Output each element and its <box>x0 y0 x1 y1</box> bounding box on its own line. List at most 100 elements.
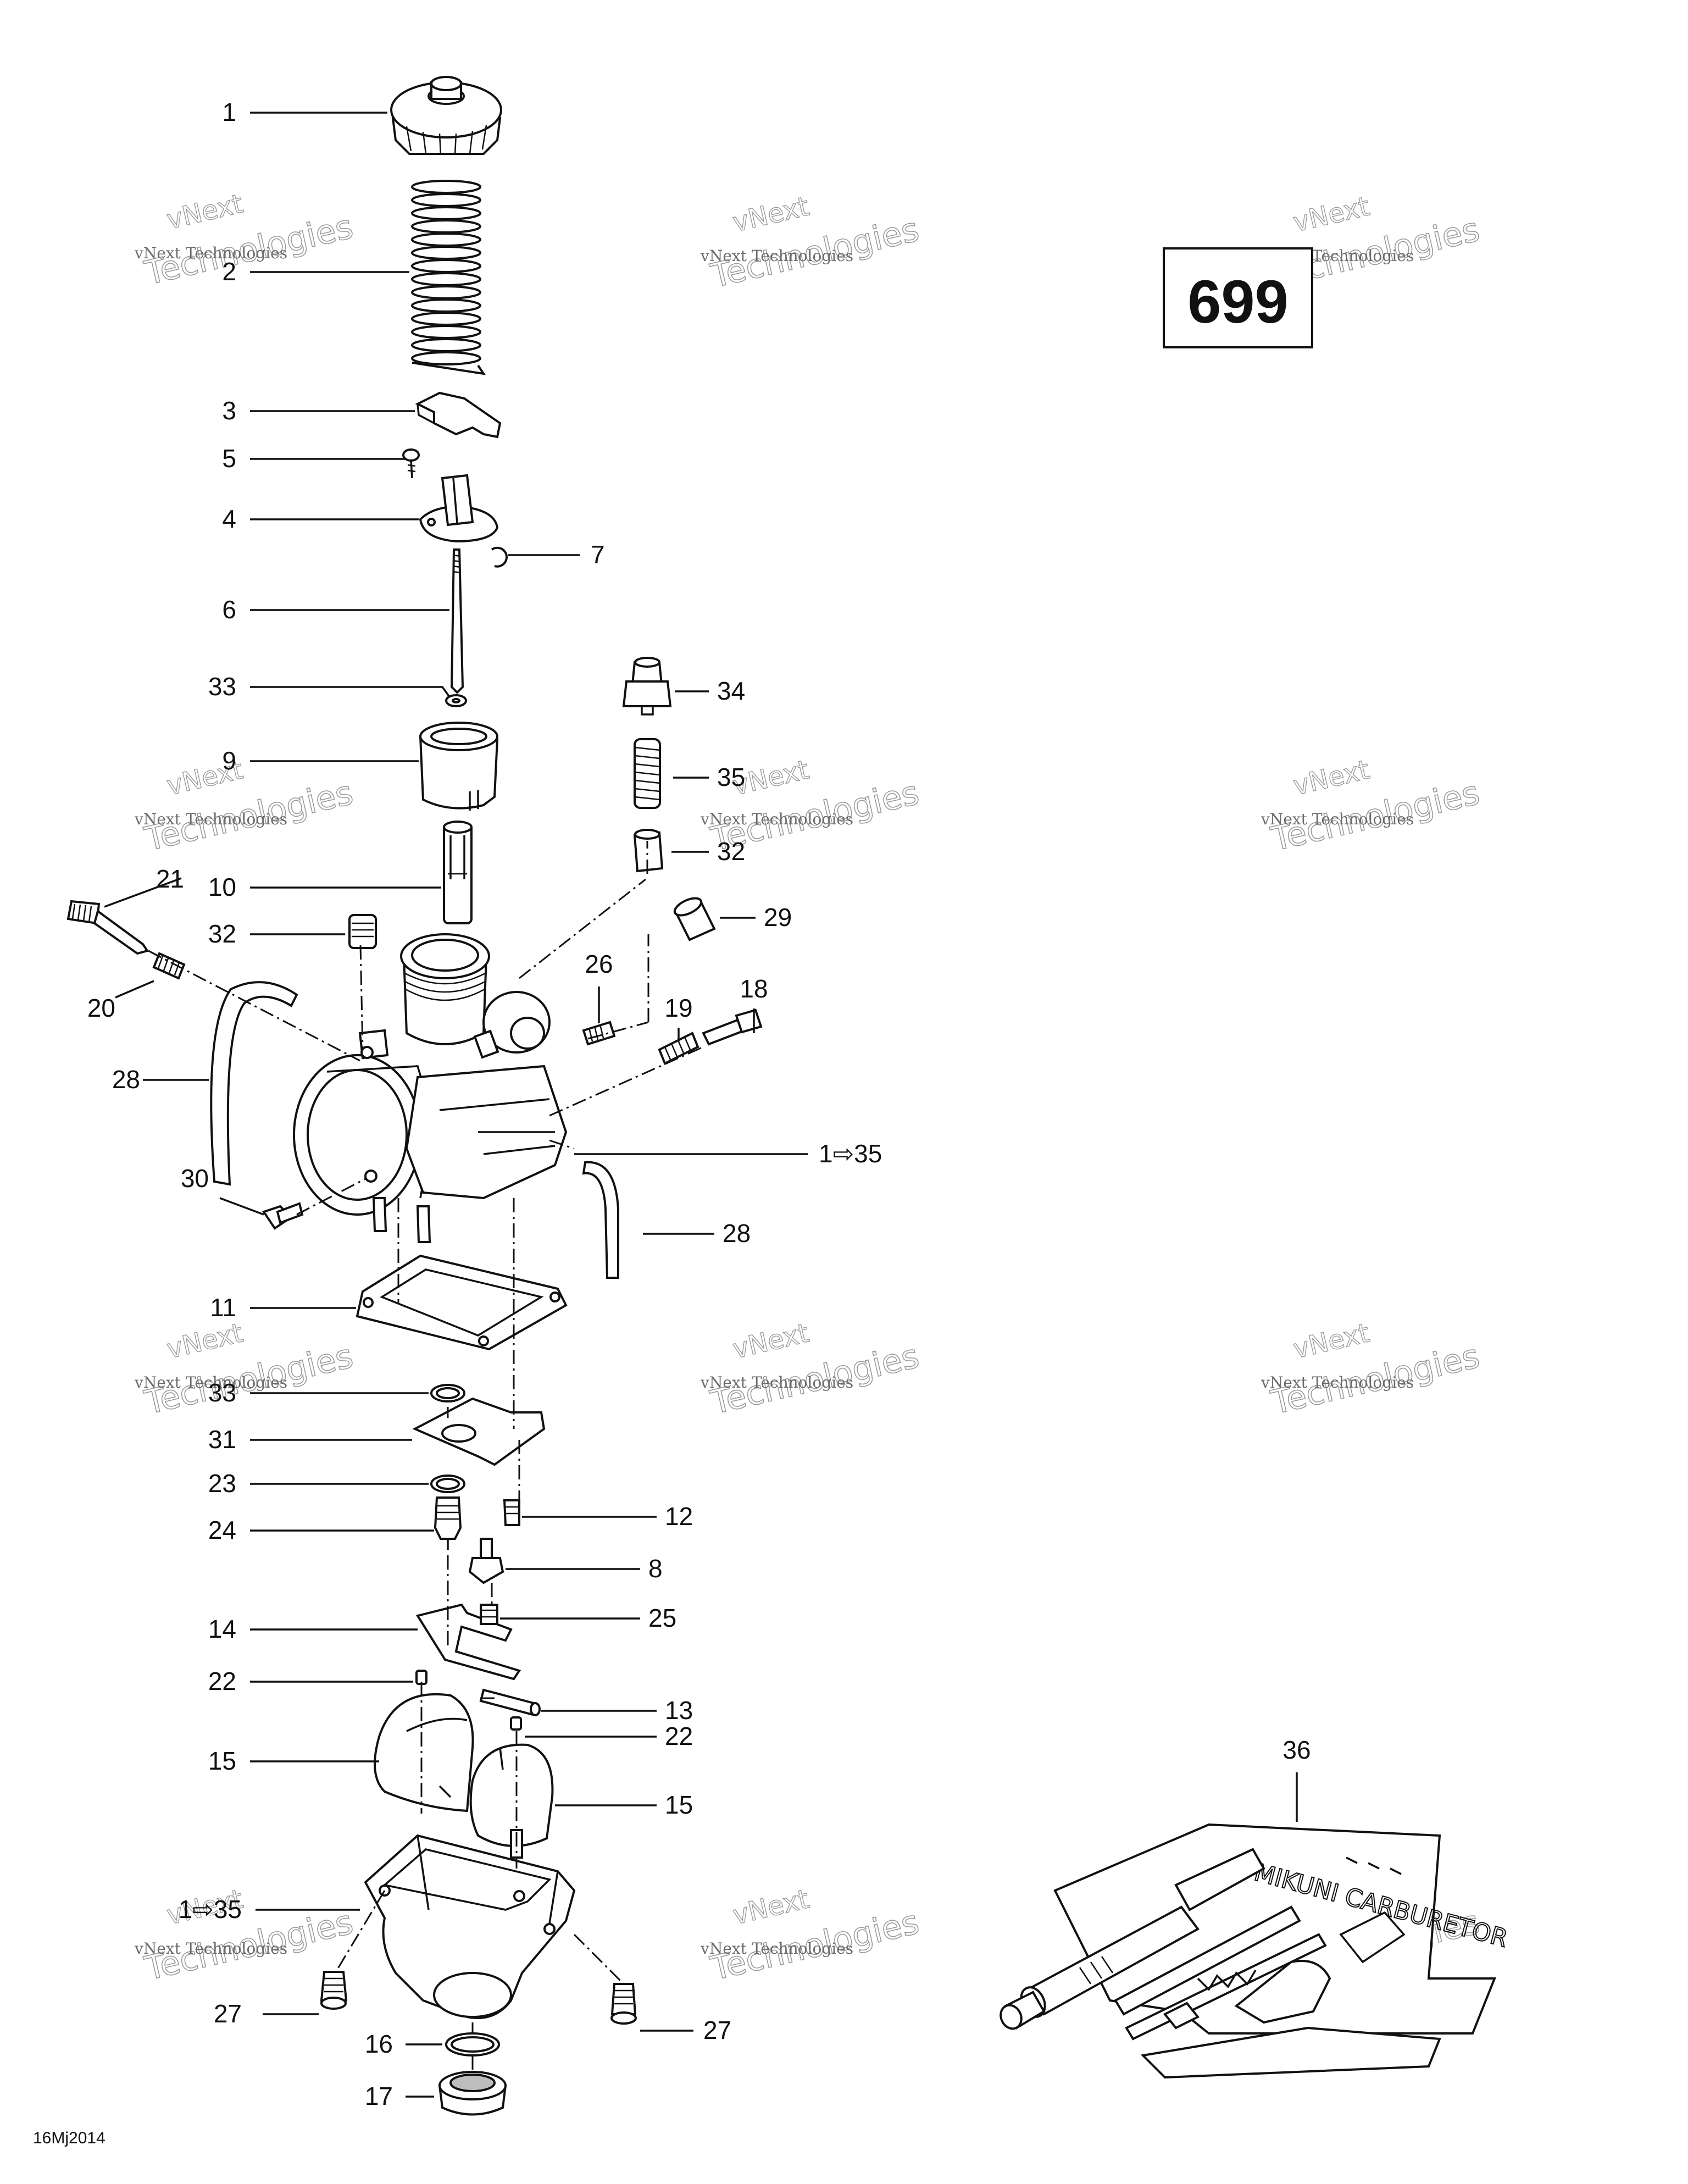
part-float-left <box>374 1693 474 1812</box>
part-small-spring <box>634 738 661 809</box>
reference-number: 699 <box>1187 268 1289 336</box>
callout-label: 36 <box>1282 1736 1311 1764</box>
callout-label: 34 <box>717 677 745 705</box>
part-plug-o-ring <box>445 2032 500 2056</box>
drawing-code: 16Mj2014 <box>33 2129 106 2147</box>
callout-label: 35 <box>717 763 745 791</box>
svg-text:vNext Technologies: vNext Technologies <box>700 1373 853 1392</box>
part-float-arm <box>415 1603 521 1681</box>
callout-label: 19 <box>664 994 692 1022</box>
svg-text:vNext Technologies: vNext Technologies <box>134 810 287 828</box>
svg-text:vNext: vNext <box>1290 754 1372 801</box>
part-hose-right <box>582 1161 619 1279</box>
callout-label: 22 <box>208 1667 236 1695</box>
part-bypass-jet <box>582 1021 616 1046</box>
callout-label: 28 <box>112 1065 140 1094</box>
callout-label: 16 <box>365 2030 393 2058</box>
callout-label: 13 <box>665 1696 693 1725</box>
svg-text:vNext Technologies: vNext Technologies <box>134 1373 287 1392</box>
callout-label: 30 <box>181 1164 209 1193</box>
svg-text:vNext Technologies: vNext Technologies <box>700 810 853 828</box>
svg-text:vNext Technologies: vNext Technologies <box>134 1939 287 1958</box>
assembly-lines <box>148 841 704 2072</box>
part-o-ring-upper <box>430 1384 465 1403</box>
callout-label: 32 <box>208 919 236 948</box>
callout-label: 10 <box>208 873 236 901</box>
callout-label: 6 <box>222 595 236 624</box>
callout-label: 1 <box>222 98 236 126</box>
callout-label: 1⇨35 <box>819 1139 882 1168</box>
part-float-pin-clip-lower <box>510 1716 522 1731</box>
callout-label: 7 <box>591 540 605 569</box>
callout-label: 12 <box>665 1502 693 1531</box>
part-tool-kit: MIKUNI CARBURETOR <box>1000 1823 1511 2079</box>
svg-text:vNext Technologies: vNext Technologies <box>700 1939 853 1958</box>
part-jet-needle <box>450 548 464 694</box>
svg-text:vNext: vNext <box>1290 1317 1372 1365</box>
part-guide-tube <box>443 821 473 924</box>
callout-label: 29 <box>764 903 792 932</box>
callout-label: 9 <box>222 746 236 775</box>
part-throttle-valve <box>419 722 499 811</box>
part-pilot-spring <box>152 952 186 980</box>
callout-label: 1⇨35 <box>179 1895 242 1924</box>
callout-label: 15 <box>208 1747 236 1775</box>
svg-text:vNext Technologies: vNext Technologies <box>1261 810 1414 828</box>
callout-label: 26 <box>585 950 613 978</box>
part-needle-valve <box>480 1604 498 1625</box>
part-float-pin <box>479 1688 541 1716</box>
callout-label: 11 <box>210 1293 236 1322</box>
callout-label: 20 <box>87 994 115 1022</box>
callout-label: 24 <box>208 1516 236 1544</box>
callout-label: 27 <box>703 2016 731 2044</box>
part-needle-holder <box>419 474 499 543</box>
part-bowl-screw-right <box>610 1983 637 2025</box>
part-drain-plug <box>438 2071 507 2116</box>
callout-label: 3 <box>222 396 236 425</box>
callout-label: 8 <box>648 1554 663 1583</box>
part-baffle-plate <box>412 1397 546 1466</box>
svg-text:vNext: vNext <box>730 1883 812 1931</box>
part-idle-spring <box>658 1032 699 1065</box>
callout-label: 33 <box>208 1378 236 1407</box>
callout-label: 17 <box>365 2082 393 2110</box>
leader-lines <box>104 112 1298 2098</box>
part-choke-cap <box>673 897 716 941</box>
callout-label: 22 <box>665 1722 693 1750</box>
callout-label: 5 <box>222 444 236 473</box>
part-needle-jet <box>434 1496 462 1550</box>
callout-label: 32 <box>717 837 745 866</box>
part-idle-screw <box>702 1008 763 1046</box>
callout-label: 21 <box>156 864 184 893</box>
parts: MIKUNI CARBURETOR <box>66 76 1511 2116</box>
svg-text:vNext Technologies: vNext Technologies <box>134 244 287 262</box>
callout-label: 28 <box>723 1219 751 1248</box>
reference-number-box: 699 <box>1163 247 1313 348</box>
part-main-jet <box>468 1538 504 1584</box>
part-bowl-screw-left <box>320 1971 348 2010</box>
svg-text:vNext: vNext <box>1290 191 1372 238</box>
part-washer <box>445 694 467 707</box>
callout-label: 27 <box>214 1999 242 2028</box>
part-top-fitting <box>622 657 672 716</box>
part-float-bowl <box>364 1829 576 2019</box>
part-hose-left <box>210 981 298 1186</box>
svg-text:vNext Technologies: vNext Technologies <box>1261 1373 1414 1392</box>
svg-text:vNext: vNext <box>164 188 246 235</box>
part-small-screw <box>402 448 420 479</box>
part-float-right <box>469 1743 554 1847</box>
callout-label: 33 <box>208 672 236 701</box>
part-cap <box>390 76 502 156</box>
svg-text:vNext: vNext <box>730 1317 812 1365</box>
svg-text:vNext: vNext <box>730 191 812 238</box>
callout-label: 15 <box>665 1791 693 1819</box>
